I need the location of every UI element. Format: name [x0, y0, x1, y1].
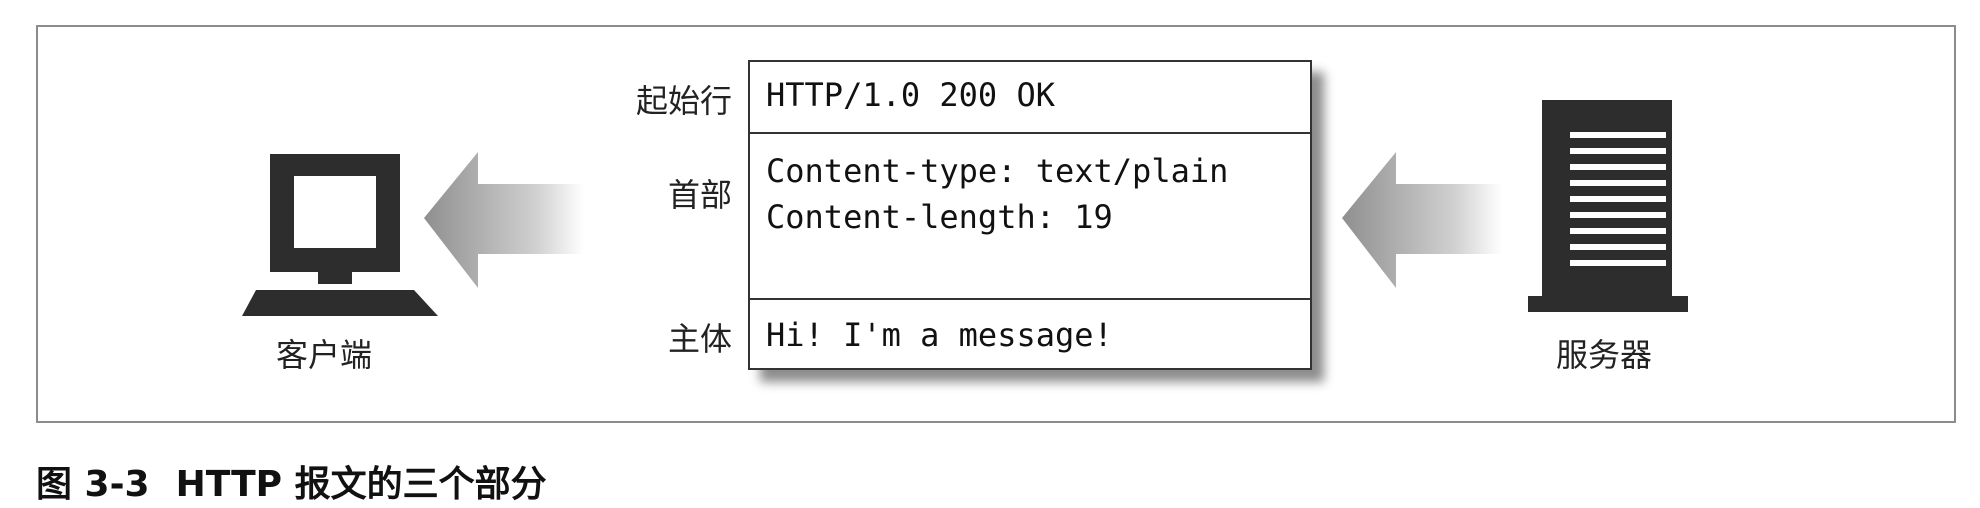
server-label: 服务器	[1556, 336, 1653, 374]
start-line-text: HTTP/1.0 200 OK	[766, 76, 1055, 114]
figure-caption: 图 3-3 HTTP 报文的三个部分	[36, 455, 547, 507]
headers-label: 首部	[667, 176, 732, 214]
computer-monitor-icon	[242, 154, 438, 316]
divider	[750, 298, 1310, 300]
arrow-left-icon	[1342, 152, 1502, 288]
header-line: Content-length: 19	[766, 198, 1113, 236]
start-line-label: 起始行	[635, 82, 732, 120]
figure-number: 图 3-3	[36, 464, 150, 505]
client-label: 客户端	[276, 336, 373, 374]
server-tower-icon	[1528, 100, 1688, 312]
divider	[750, 132, 1310, 134]
header-line: Content-type: text/plain	[766, 152, 1229, 190]
http-message-box: HTTP/1.0 200 OK Content-type: text/plain…	[748, 60, 1312, 370]
body-label: 主体	[667, 320, 732, 358]
body-text: Hi! I'm a message!	[766, 316, 1113, 354]
figure-title: HTTP 报文的三个部分	[175, 464, 547, 505]
arrow-left-icon	[424, 152, 584, 288]
